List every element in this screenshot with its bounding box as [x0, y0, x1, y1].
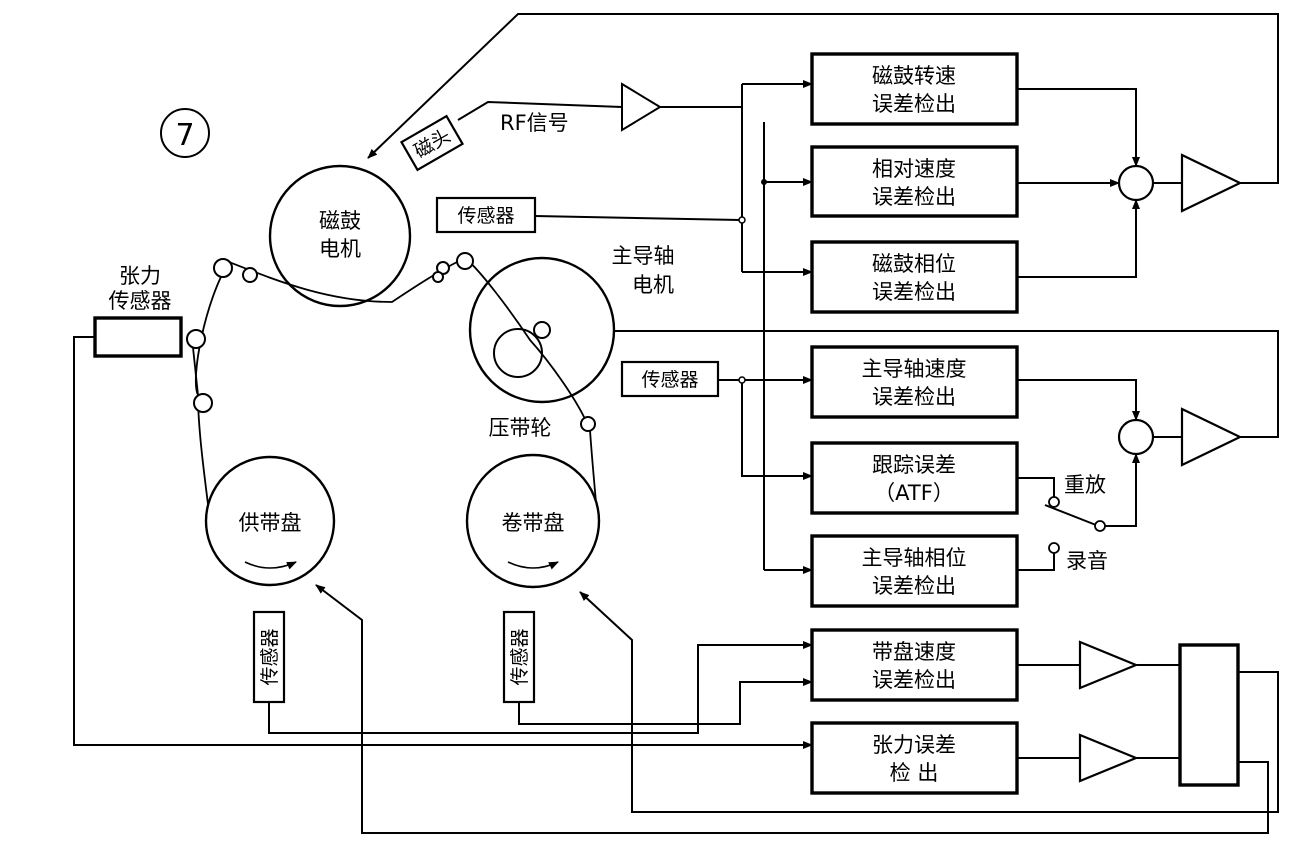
svg-text:主导轴速度: 主导轴速度: [862, 357, 967, 381]
drum-summing-junction: [1117, 164, 1155, 202]
svg-text:相对速度: 相对速度: [872, 157, 956, 181]
capstan-motor: [468, 256, 616, 404]
tension-amplifier: [1078, 733, 1139, 783]
block-tension: 张力误差 检 出: [810, 721, 1019, 795]
takeup-reel-sensor-label: 传感器: [509, 628, 531, 685]
takeup-reel-sensor: 传感器: [502, 610, 536, 704]
svg-text:误差检出: 误差检出: [872, 385, 956, 409]
supply-reel-label: 供带盘: [239, 511, 302, 535]
svg-text:主导轴相位: 主导轴相位: [862, 546, 967, 570]
svg-text:磁鼓转速: 磁鼓转速: [872, 64, 956, 88]
drum-sensor: 传感器: [435, 196, 537, 234]
svg-text:跟踪误差: 跟踪误差: [872, 453, 956, 477]
block-relative-speed: 相对速度 误差检出: [810, 145, 1019, 218]
svg-text:误差检出: 误差检出: [872, 574, 956, 598]
capstan-amplifier: [1180, 407, 1243, 467]
svg-text:检 出: 检 出: [890, 761, 939, 785]
tension-sensor-label-1: 张力: [119, 264, 161, 288]
capstan-summing-junction: [1117, 418, 1155, 456]
rf-amplifier: [621, 82, 662, 132]
capstan-motor-label-1: 主导轴: [612, 244, 675, 268]
svg-text:误差检出: 误差检出: [872, 668, 956, 692]
takeup-reel-label: 卷带盘: [502, 511, 565, 535]
drum-motor-label-2: 电机: [319, 237, 361, 261]
supply-reel-sensor-label: 传感器: [259, 628, 281, 685]
block-reel-speed: 带盘速度 误差检出: [810, 628, 1019, 702]
figure-number-badge: 7: [160, 108, 210, 158]
drum-motor-label-1: 磁鼓: [319, 209, 361, 233]
svg-text:张力误差: 张力误差: [872, 733, 956, 757]
block-capstan-speed: 主导轴速度 误差检出: [810, 345, 1019, 419]
figure-number: 7: [175, 118, 194, 153]
guide-rollers: [186, 252, 596, 432]
signal-wiring: [73, 13, 1279, 834]
drum-amplifier: [1180, 153, 1243, 213]
drum-sensor-label: 传感器: [457, 205, 514, 227]
supply-reel-sensor: 传感器: [252, 610, 286, 704]
capstan-sensor: 传感器: [620, 360, 720, 398]
tension-sensor: [93, 316, 183, 358]
block-tracking: 跟踪误差 （ATF）: [810, 441, 1019, 515]
takeup-reel: 卷带盘: [465, 453, 601, 589]
rf-signal-label: RF信号: [500, 111, 569, 135]
pinch-roller-label: 压带轮: [489, 416, 552, 440]
svg-text:（ATF）: （ATF）: [874, 481, 954, 505]
svg-text:磁鼓相位: 磁鼓相位: [872, 252, 956, 276]
head: 磁头: [399, 114, 465, 172]
block-drum-phase: 磁鼓相位 误差检出: [810, 240, 1019, 314]
drum-motor: 磁鼓 电机: [268, 164, 412, 308]
reel-speed-amplifier: [1078, 640, 1139, 690]
block-capstan-phase: 主导轴相位 误差检出: [810, 534, 1019, 608]
tension-sensor-label-2: 传感器: [109, 289, 172, 313]
record-label: 录音: [1066, 549, 1108, 573]
svg-text:误差检出: 误差检出: [872, 92, 956, 116]
block-drum-speed: 磁鼓转速 误差检出: [810, 52, 1019, 126]
svg-text:误差检出: 误差检出: [872, 185, 956, 209]
supply-reel: 供带盘: [204, 455, 336, 587]
reel-driver-block: [1178, 643, 1240, 787]
svg-text:误差检出: 误差检出: [872, 280, 956, 304]
capstan-motor-label-2: 电机: [632, 273, 674, 297]
playback-label: 重放: [1064, 473, 1106, 497]
capstan-sensor-label: 传感器: [641, 369, 698, 391]
svg-text:带盘速度: 带盘速度: [872, 640, 956, 664]
